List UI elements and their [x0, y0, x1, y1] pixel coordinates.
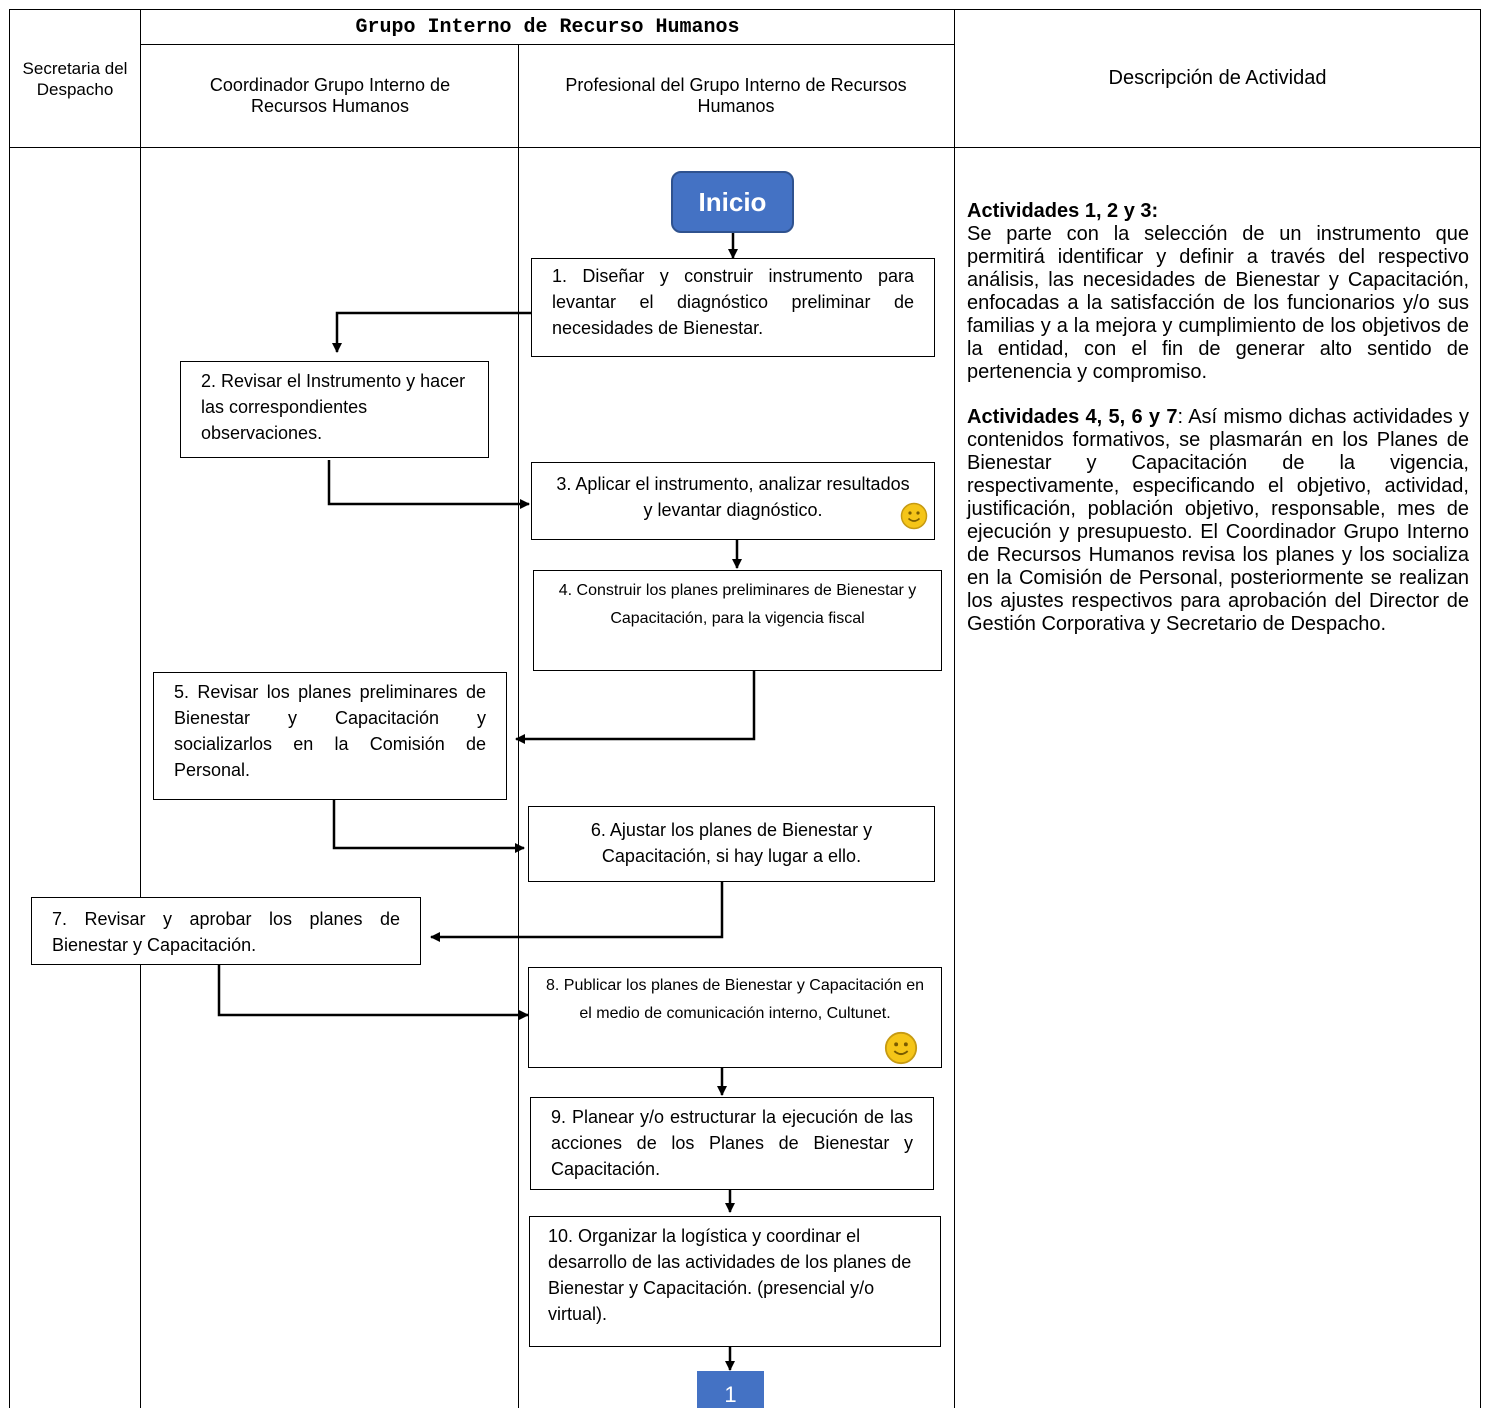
- step-2: 2. Revisar el Instrumento y hacer las co…: [180, 361, 489, 458]
- lane-divider-3: [954, 9, 955, 1408]
- offpage-connector: 1: [697, 1371, 764, 1408]
- step-1: 1. Diseñar y construir instrumento para …: [531, 258, 935, 357]
- lane-header-profesional: Profesional del Grupo Interno de Recurso…: [565, 75, 907, 116]
- step-5: 5. Revisar los planes preliminares de Bi…: [153, 672, 507, 800]
- arrow-5-to-6: [332, 800, 525, 853]
- start-node: Inicio: [671, 171, 794, 233]
- description-block-2: Actividades 4, 5, 6 y 7: Así mismo dicha…: [967, 406, 1469, 636]
- smiley-icon: [884, 1031, 918, 1065]
- step-4: 4. Construir los planes preliminares de …: [533, 570, 942, 671]
- arrow-2-to-3: [327, 460, 530, 509]
- description-title-1: Actividades 1, 2 y 3:: [967, 200, 1159, 222]
- table-left-border: [9, 9, 10, 1408]
- smiley-icon: [900, 502, 928, 530]
- description-block-1: Actividades 1, 2 y 3: Se parte con la se…: [967, 200, 1469, 384]
- table-top-border: [9, 9, 1481, 10]
- lane-header-descripcion: Descripción de Actividad: [1108, 67, 1327, 89]
- lane-header-secretaria: Secretaria del Despacho: [22, 58, 128, 99]
- group-header: Grupo Interno de Recurso Humanos: [355, 15, 740, 39]
- description-text-2: : Así mismo dichas actividades y conteni…: [967, 406, 1470, 635]
- lane-divider-2: [518, 44, 519, 1408]
- step-9: 9. Planear y/o estructurar la ejecución …: [530, 1097, 934, 1190]
- activity-description: Actividades 1, 2 y 3: Se parte con la se…: [967, 200, 1469, 658]
- lane-divider-1: [140, 9, 141, 1408]
- arrow-6-to-7: [430, 881, 724, 942]
- arrow-4-to-5: [515, 670, 756, 744]
- table-right-border: [1480, 9, 1481, 1408]
- arrow-1-to-2: [332, 311, 531, 353]
- step-10: 10. Organizar la logística y coordinar e…: [529, 1216, 941, 1347]
- step-3: 3. Aplicar el instrumento, analizar resu…: [531, 462, 935, 540]
- description-text-1: Se parte con la selección de un instrume…: [967, 223, 1469, 383]
- lane-header-coordinador: Coordinador Grupo Interno de Recursos Hu…: [209, 75, 451, 116]
- arrow-7-to-8: [217, 965, 529, 1020]
- step-7: 7. Revisar y aprobar los planes de Biene…: [31, 897, 421, 965]
- group-header-divider: [140, 44, 954, 45]
- step-6: 6. Ajustar los planes de Bienestar y Cap…: [528, 806, 935, 882]
- header-bottom-border: [9, 147, 1481, 148]
- step-8: 8. Publicar los planes de Bienestar y Ca…: [528, 967, 942, 1068]
- description-title-2: Actividades 4, 5, 6 y 7: [967, 406, 1178, 428]
